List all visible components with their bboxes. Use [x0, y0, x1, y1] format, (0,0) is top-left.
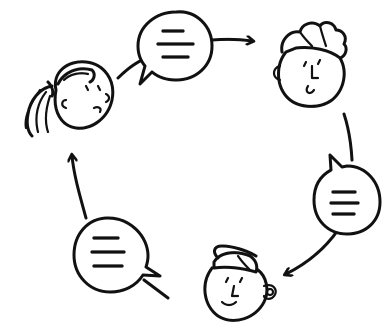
eye	[96, 84, 102, 92]
head-outline	[203, 266, 269, 322]
ponytail-strand	[44, 94, 52, 134]
spiky-hair-face-icon	[272, 21, 348, 108]
eye	[316, 58, 322, 66]
hair	[280, 21, 348, 60]
mouth	[220, 300, 238, 307]
mouth	[305, 84, 316, 95]
nose	[104, 92, 111, 104]
eye	[238, 276, 244, 284]
connector-bottom-face-to-left-bubble	[142, 278, 170, 300]
eye	[302, 60, 308, 68]
connector-top-right-face-to-right-bubble	[342, 112, 354, 162]
nose	[230, 284, 240, 298]
head-outline	[277, 46, 346, 108]
hair-strand	[298, 30, 314, 48]
mouth	[92, 106, 102, 114]
hair-strand	[318, 24, 328, 48]
eye	[224, 276, 230, 284]
ear-inner	[265, 287, 275, 297]
bubble-right-outline	[312, 153, 382, 236]
hair-fill	[62, 72, 90, 82]
head-outline	[53, 60, 115, 130]
speech-bubble-icon	[136, 10, 214, 86]
ear	[61, 98, 68, 110]
ponytail	[25, 84, 54, 138]
cap-brim	[213, 244, 258, 260]
ponytail-strand	[35, 90, 48, 134]
ponytail-strand	[24, 88, 42, 130]
nose	[310, 64, 320, 80]
speech-bubble-icon	[72, 216, 162, 294]
ear	[272, 64, 282, 82]
arrow-top-bubble-to-top-right-face	[210, 39, 252, 41]
connector-left-face-to-top-bubble	[116, 58, 144, 80]
eye	[84, 84, 90, 92]
speech-bubble-icon	[312, 153, 382, 236]
ear	[262, 284, 277, 300]
hair-tie	[46, 80, 55, 98]
bubble-top-outline	[136, 10, 214, 86]
arrow-right-bubble-to-bottom-face	[286, 228, 340, 274]
cap-band	[236, 254, 252, 272]
cap-face-icon	[203, 244, 277, 322]
hair-top	[56, 67, 96, 86]
ponytail-face-icon	[24, 60, 115, 138]
cap-crown	[212, 251, 259, 274]
arrow-left-bubble-to-left-face	[72, 156, 88, 220]
